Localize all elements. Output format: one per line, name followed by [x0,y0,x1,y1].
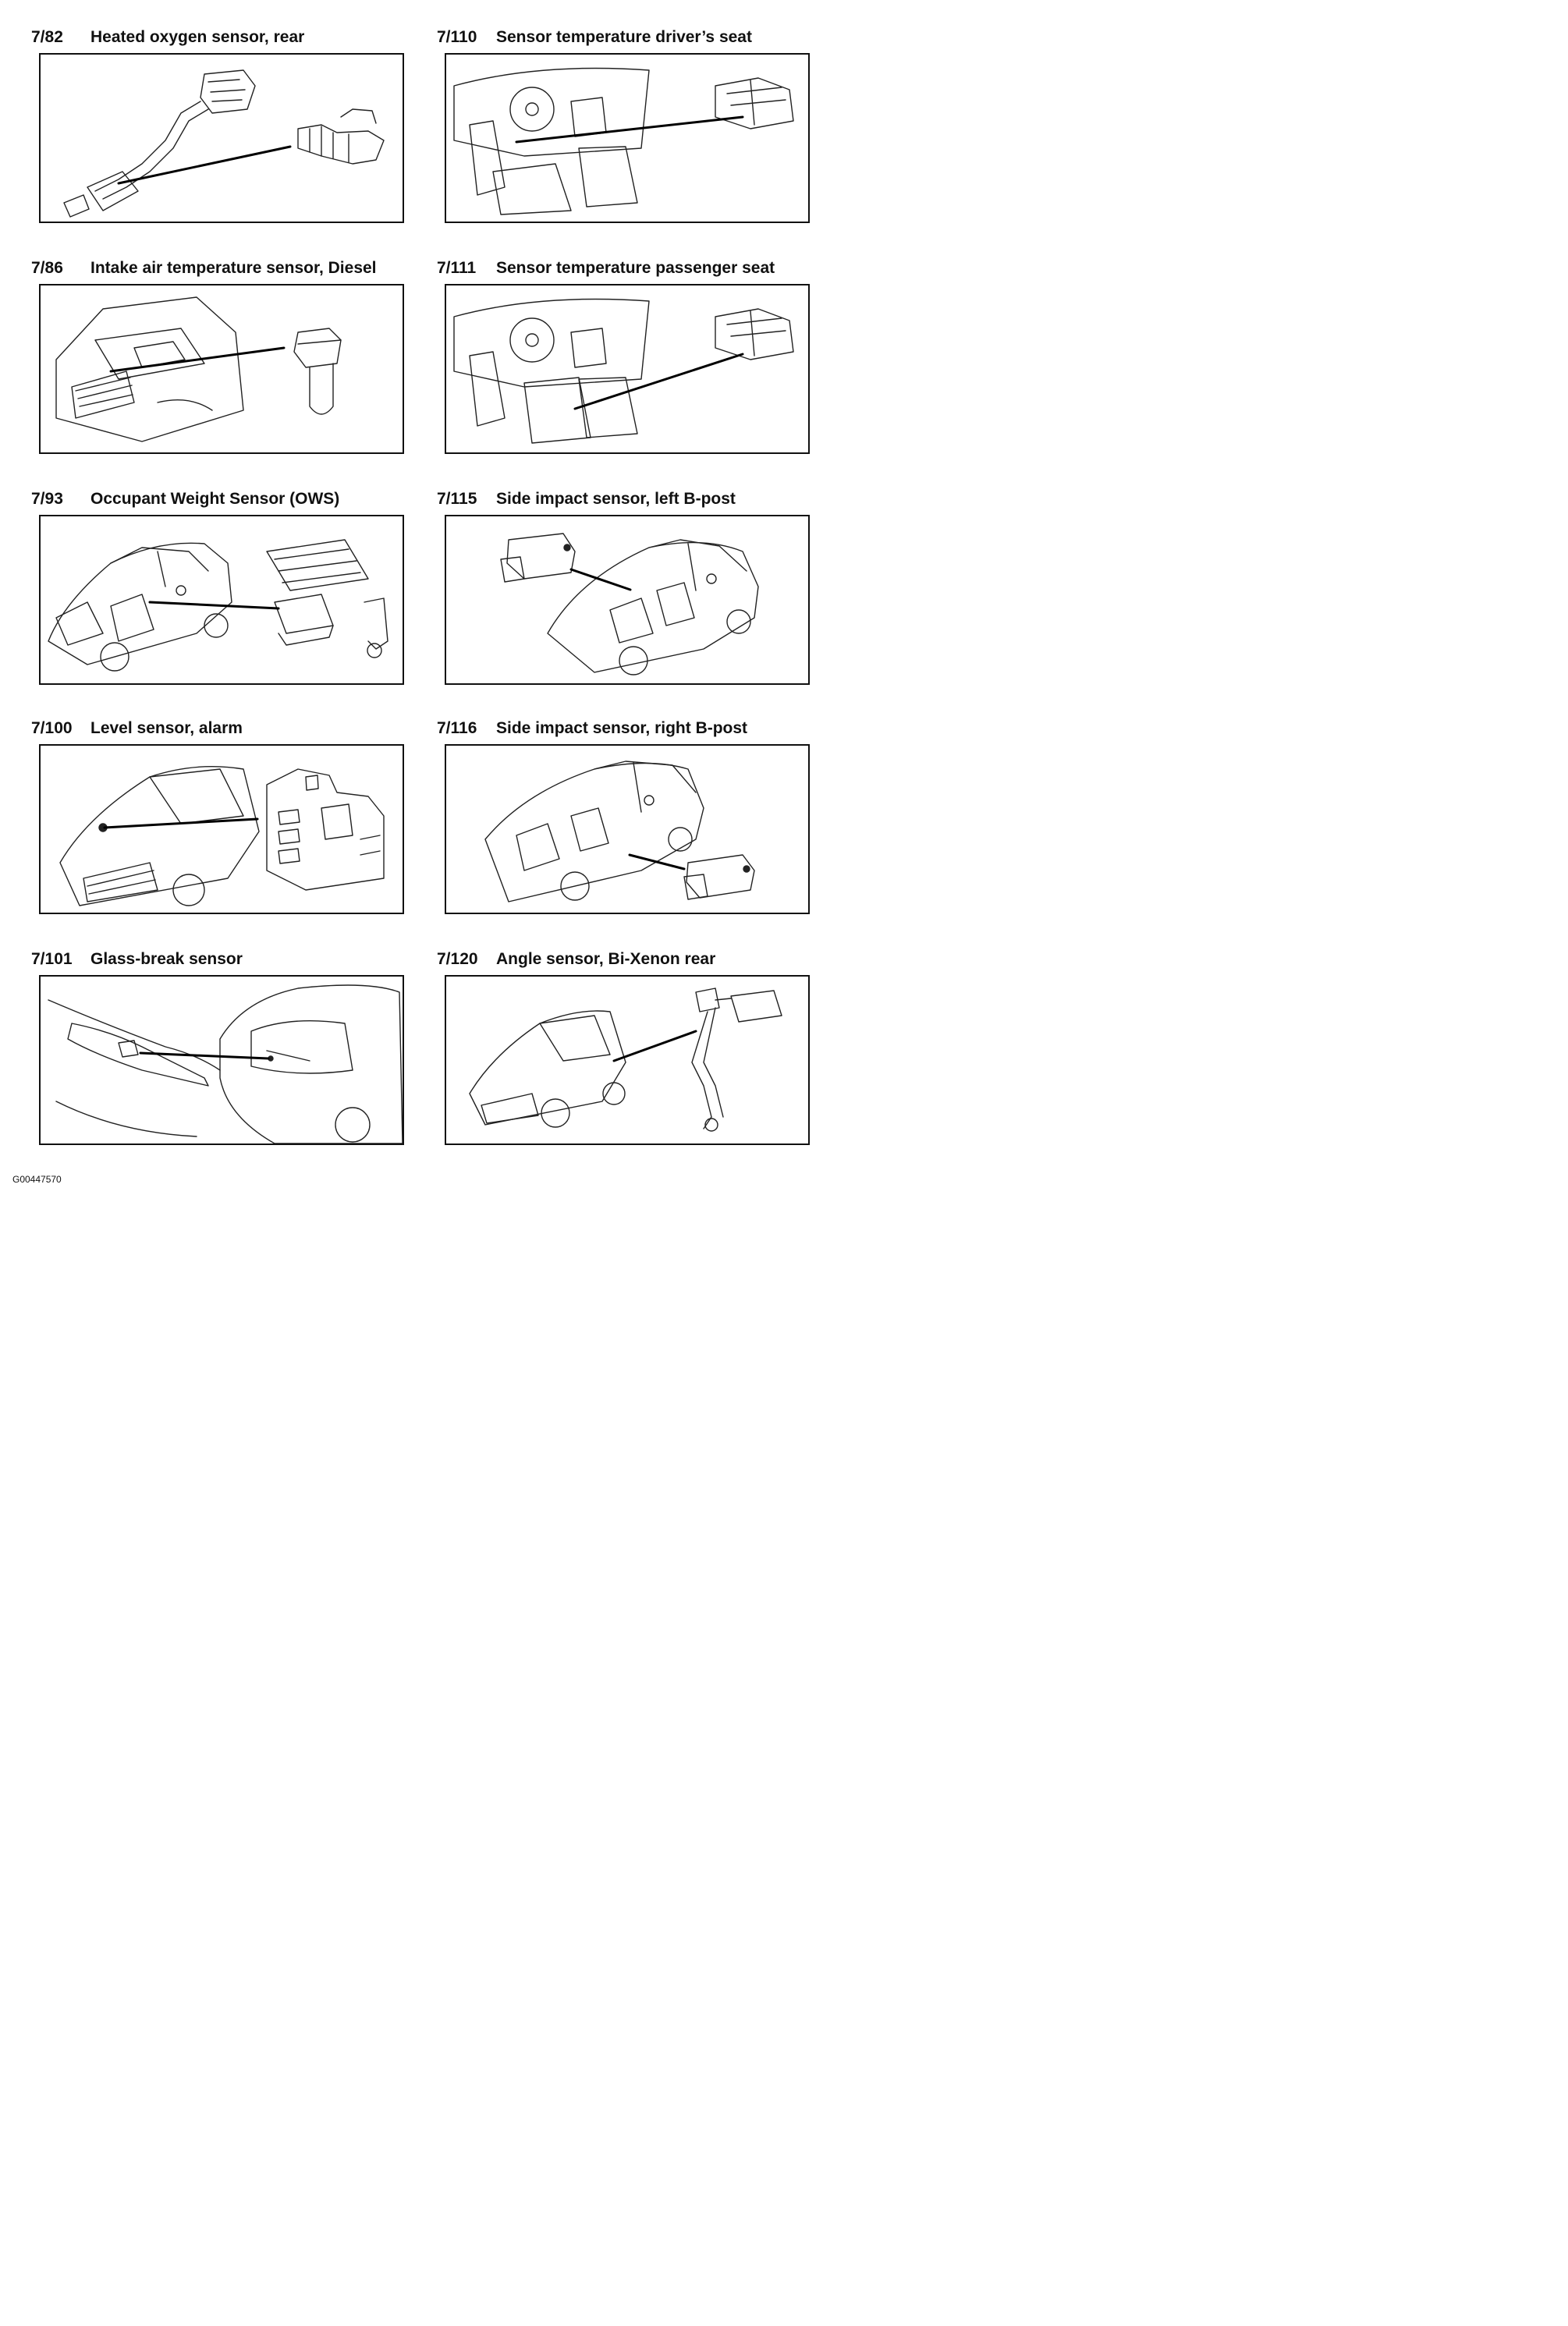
panel-caption: 7/100 Level sensor, alarm [31,713,243,744]
diagram-frame [39,975,404,1145]
panel-title: Side impact sensor, left B-post [496,490,736,508]
panel-title: Sensor temperature passenger seat [496,259,775,277]
diagram-frame [39,515,404,685]
diagram-frame [39,53,404,223]
panel-caption: 7/110 Sensor temperature driver’s seat [437,22,752,53]
car-cutaway-weight-sensor-illustration [48,539,388,672]
panel-caption: 7/101 Glass-break sensor [31,944,243,975]
diagram-frame [445,515,810,685]
panel-code: 7/101 [31,950,73,968]
panel-code: 7/86 [31,259,63,277]
panel-title: Side impact sensor, right B-post [496,719,748,737]
panel-code: 7/82 [31,28,63,46]
panel-code: 7/93 [31,490,63,508]
diagram-frame [445,975,810,1145]
car-front-level-sensor-illustration [59,765,385,906]
car-rear-glass-break-sensor-illustration [48,984,403,1143]
diagram-frame [39,284,404,454]
figure-id: G00447570 [12,1174,62,1185]
diagram-frame [445,744,810,914]
panel-title: Occupant Weight Sensor (OWS) [90,490,340,508]
panel-caption: 7/82 Heated oxygen sensor, rear [31,22,304,53]
car-interior-drivers-seat-illustration [453,67,794,215]
panel-code: 7/116 [437,719,477,737]
diagram-frame [445,284,810,454]
panel-code: 7/111 [437,259,477,277]
panel-title: Angle sensor, Bi-Xenon rear [496,950,716,968]
panel-caption: 7/116 Side impact sensor, right B-post [437,713,747,744]
panel-code: 7/120 [437,950,478,968]
diagram-frame [39,744,404,914]
panel-code: 7/100 [31,719,73,737]
panel-code: 7/110 [437,28,477,46]
engine-bay-temperature-sensor-illustration [55,296,342,442]
car-cutaway-right-impact-sensor-illustration [484,761,755,902]
panel-caption: 7/120 Angle sensor, Bi-Xenon rear [437,944,715,975]
panel-title: Sensor temperature driver’s seat [496,28,752,46]
panel-code: 7/115 [437,490,477,508]
panel-caption: 7/86 Intake air temperature sensor, Diese… [31,253,377,284]
car-cutaway-left-impact-sensor-illustration [500,533,759,675]
car-headlamp-angle-sensor-illustration [469,987,782,1132]
exhaust-pipe-oxygen-sensor-illustration [63,69,385,218]
panel-title: Intake air temperature sensor, Diesel [90,259,377,277]
panel-caption: 7/115 Side impact sensor, left B-post [437,484,736,515]
panel-caption: 7/111 Sensor temperature passenger seat [437,253,775,284]
panel-title: Level sensor, alarm [90,719,243,737]
diagram-frame [445,53,810,223]
panel-title: Heated oxygen sensor, rear [90,28,305,46]
car-interior-passenger-seat-illustration [453,298,794,444]
panel-title: Glass-break sensor [90,950,243,968]
panel-caption: 7/93 Occupant Weight Sensor (OWS) [31,484,339,515]
